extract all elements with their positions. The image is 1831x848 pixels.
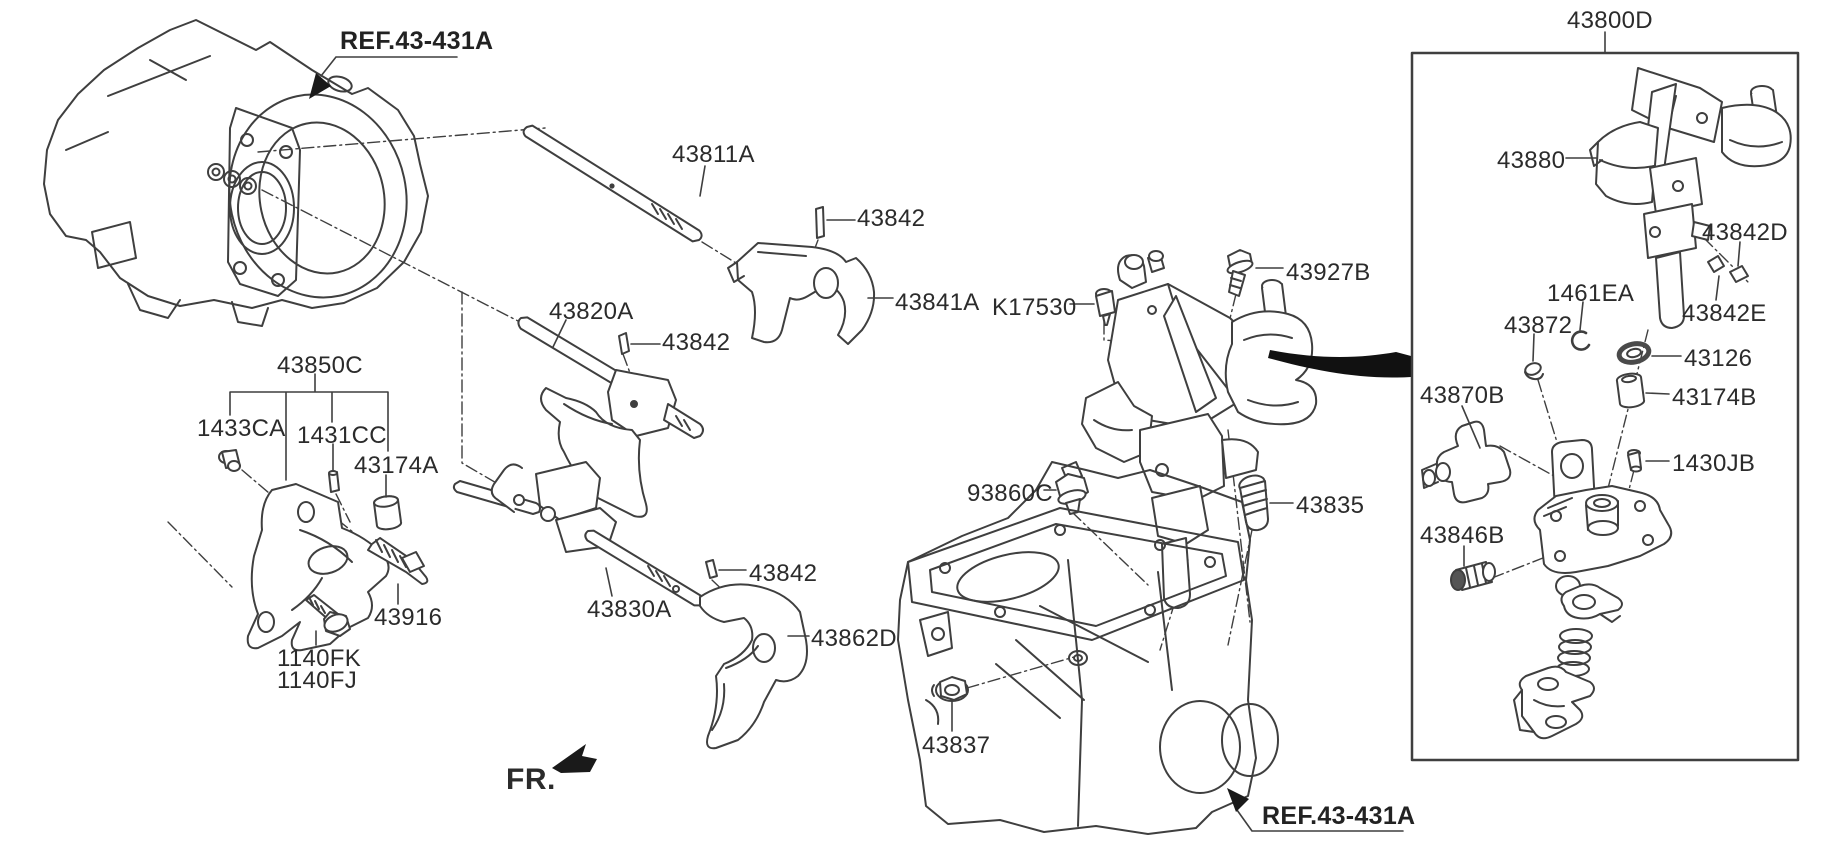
part-label-43842-top[interactable]: 43842 [857, 205, 926, 232]
bushing-43174A-drawing [373, 495, 403, 531]
part-label-43846B[interactable]: 43846B [1420, 522, 1505, 549]
pin-1431CC-drawing [328, 470, 340, 493]
pin-43842D-drawing [1729, 265, 1749, 283]
part-label-43174B[interactable]: 43174B [1672, 384, 1757, 411]
part-label-93860C[interactable]: 93860C [967, 480, 1053, 507]
part-label-43800D[interactable]: 43800D [1567, 7, 1653, 34]
snap-ring-1461EA-drawing [1570, 330, 1591, 351]
part-label-1433CA[interactable]: 1433CA [197, 415, 286, 442]
plug-1433CA-drawing [218, 449, 241, 472]
detent-screw-43916-drawing [367, 537, 429, 585]
part-label-1461EA[interactable]: 1461EA [1547, 280, 1635, 307]
plug-43846B-drawing [1450, 561, 1496, 591]
part-label-1431CC[interactable]: 1431CC [297, 422, 387, 449]
part-label-1140FK[interactable]: 1140FK [277, 645, 362, 672]
part-label-K17530[interactable]: K17530 [992, 294, 1077, 321]
bolt-1430JB-drawing [1627, 449, 1642, 473]
leader-lines [229, 31, 1741, 832]
ref-top-arrow-icon [309, 73, 331, 99]
part-label-1140FJ[interactable]: 1140FJ [277, 667, 358, 694]
plug-43837-drawing [931, 676, 969, 702]
bolt-1140FK-drawing [305, 594, 351, 637]
fr-direction-arrow-icon [552, 744, 597, 773]
part-label-43850C[interactable]: 43850C [277, 352, 363, 379]
part-label-43842-mid[interactable]: 43842 [662, 329, 731, 356]
pin-43842-mid-drawing [618, 332, 630, 355]
bushing-43174B-drawing [1615, 372, 1646, 409]
fork-bracket-43870B-drawing [1421, 420, 1512, 504]
shift-lever-assembly-drawing [1081, 250, 1318, 609]
cap-43872-drawing [1524, 362, 1544, 381]
oil-seal-43126-drawing [1616, 341, 1652, 365]
part-label-43820A[interactable]: 43820A [549, 298, 634, 325]
part-label-43841A[interactable]: 43841A [895, 289, 980, 316]
part-label-43880[interactable]: 43880 [1497, 147, 1566, 174]
part-label-43842D[interactable]: 43842D [1702, 219, 1788, 246]
part-label-43862D[interactable]: 43862D [811, 625, 897, 652]
part-label-43811A[interactable]: 43811A [672, 141, 755, 168]
part-label-43872[interactable]: 43872 [1504, 312, 1573, 339]
shift-control-shaft-43880-assembly-drawing [1589, 67, 1792, 329]
shift-rail-43811A-drawing [522, 124, 703, 243]
part-label-43837[interactable]: 43837 [922, 732, 991, 759]
part-label-43835[interactable]: 43835 [1296, 492, 1365, 519]
part-label-43174A[interactable]: 43174A [354, 452, 439, 479]
detail-box [1410, 51, 1800, 762]
bolt-K17530-drawing [1095, 288, 1116, 326]
transaxle-case-drawing [897, 461, 1279, 835]
part-label-43870B[interactable]: 43870B [1420, 382, 1505, 409]
shift-fork-43862D-drawing [699, 583, 808, 750]
bolt-43927B-drawing [1226, 249, 1254, 297]
part-label-43927B[interactable]: 43927B [1286, 259, 1371, 286]
part-label-43842E[interactable]: 43842E [1682, 300, 1767, 327]
part-label-43126[interactable]: 43126 [1684, 345, 1753, 372]
shift-rail-43830A-drawing [452, 461, 704, 607]
pin-43842-bottom-drawing [705, 559, 718, 579]
ref-bottom-arrow-icon [1227, 788, 1249, 812]
housing-base-plate-drawing [1533, 439, 1673, 597]
detent-pawl-drawing [1560, 583, 1623, 623]
control-shaft-bracket-43850C-drawing [246, 483, 390, 652]
fr-direction-label: FR. [506, 763, 556, 796]
pin-43842E-drawing [1707, 255, 1725, 273]
part-label-43842-bottom[interactable]: 43842 [749, 560, 818, 587]
detent-bracket-drawing [1513, 665, 1595, 740]
ref-label-top[interactable]: REF.43-431A [340, 27, 494, 55]
pin-43842-top-drawing [815, 206, 825, 239]
shift-rail-fork-43820A-drawing [517, 316, 704, 518]
plug-43835-drawing [1238, 474, 1269, 532]
shift-fork-43841A-drawing [727, 242, 876, 345]
ref-label-bottom[interactable]: REF.43-431A [1262, 802, 1416, 830]
detail-callout-swoosh-arrow [1268, 350, 1411, 378]
part-label-43916[interactable]: 43916 [374, 604, 443, 631]
clutch-housing-drawing [43, 19, 429, 327]
part-label-1430JB[interactable]: 1430JB [1672, 450, 1756, 477]
part-label-43830A[interactable]: 43830A [587, 596, 672, 623]
